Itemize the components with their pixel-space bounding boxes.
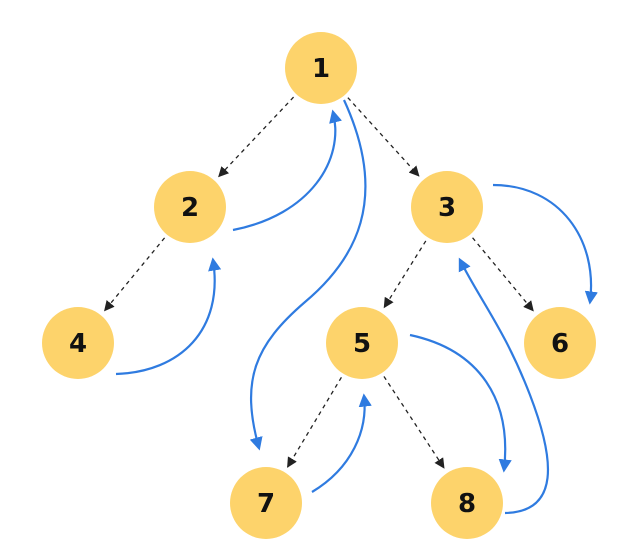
node-7: 7 [230,467,302,539]
node-label: 6 [551,329,569,359]
node-circle [326,307,398,379]
node-circle [154,171,226,243]
node-circle [42,307,114,379]
tree-edge-1-2 [218,96,295,178]
tree-edge-5-7 [287,376,342,468]
node-label: 2 [181,193,199,223]
nodes: 1 2 3 4 5 6 7 8 [42,32,596,539]
node-circle [524,307,596,379]
node-label: 4 [69,329,87,359]
node-circle [285,32,357,104]
node-2: 2 [154,171,226,243]
node-5: 5 [326,307,398,379]
tree-edge-5-8 [383,376,445,469]
traversal-arrow-3-6 [492,183,598,305]
node-8: 8 [431,467,503,539]
tree-edge-3-5 [383,240,427,309]
tree-edge-1-3 [347,97,420,177]
tree-edge-2-4 [104,237,166,312]
node-6: 6 [524,307,596,379]
traversal-arrow-8-3 [458,257,550,515]
node-circle [230,467,302,539]
node-label: 8 [458,489,476,519]
node-circle [411,171,483,243]
node-label: 5 [353,329,371,359]
node-3: 3 [411,171,483,243]
traversal-arrow-4-2 [115,257,222,376]
traversal-arrow-1-7 [249,99,367,451]
node-label: 7 [257,489,275,519]
traversal-arrow-5-8 [409,333,512,473]
traversal-arrow-2-1 [232,109,342,232]
tree-edges [104,96,534,469]
node-1: 1 [285,32,357,104]
traversal-arrow-7-5 [311,393,372,493]
node-label: 3 [438,193,456,223]
node-circle [431,467,503,539]
traversal-arrows [115,99,598,515]
node-4: 4 [42,307,114,379]
node-label: 1 [312,54,330,84]
